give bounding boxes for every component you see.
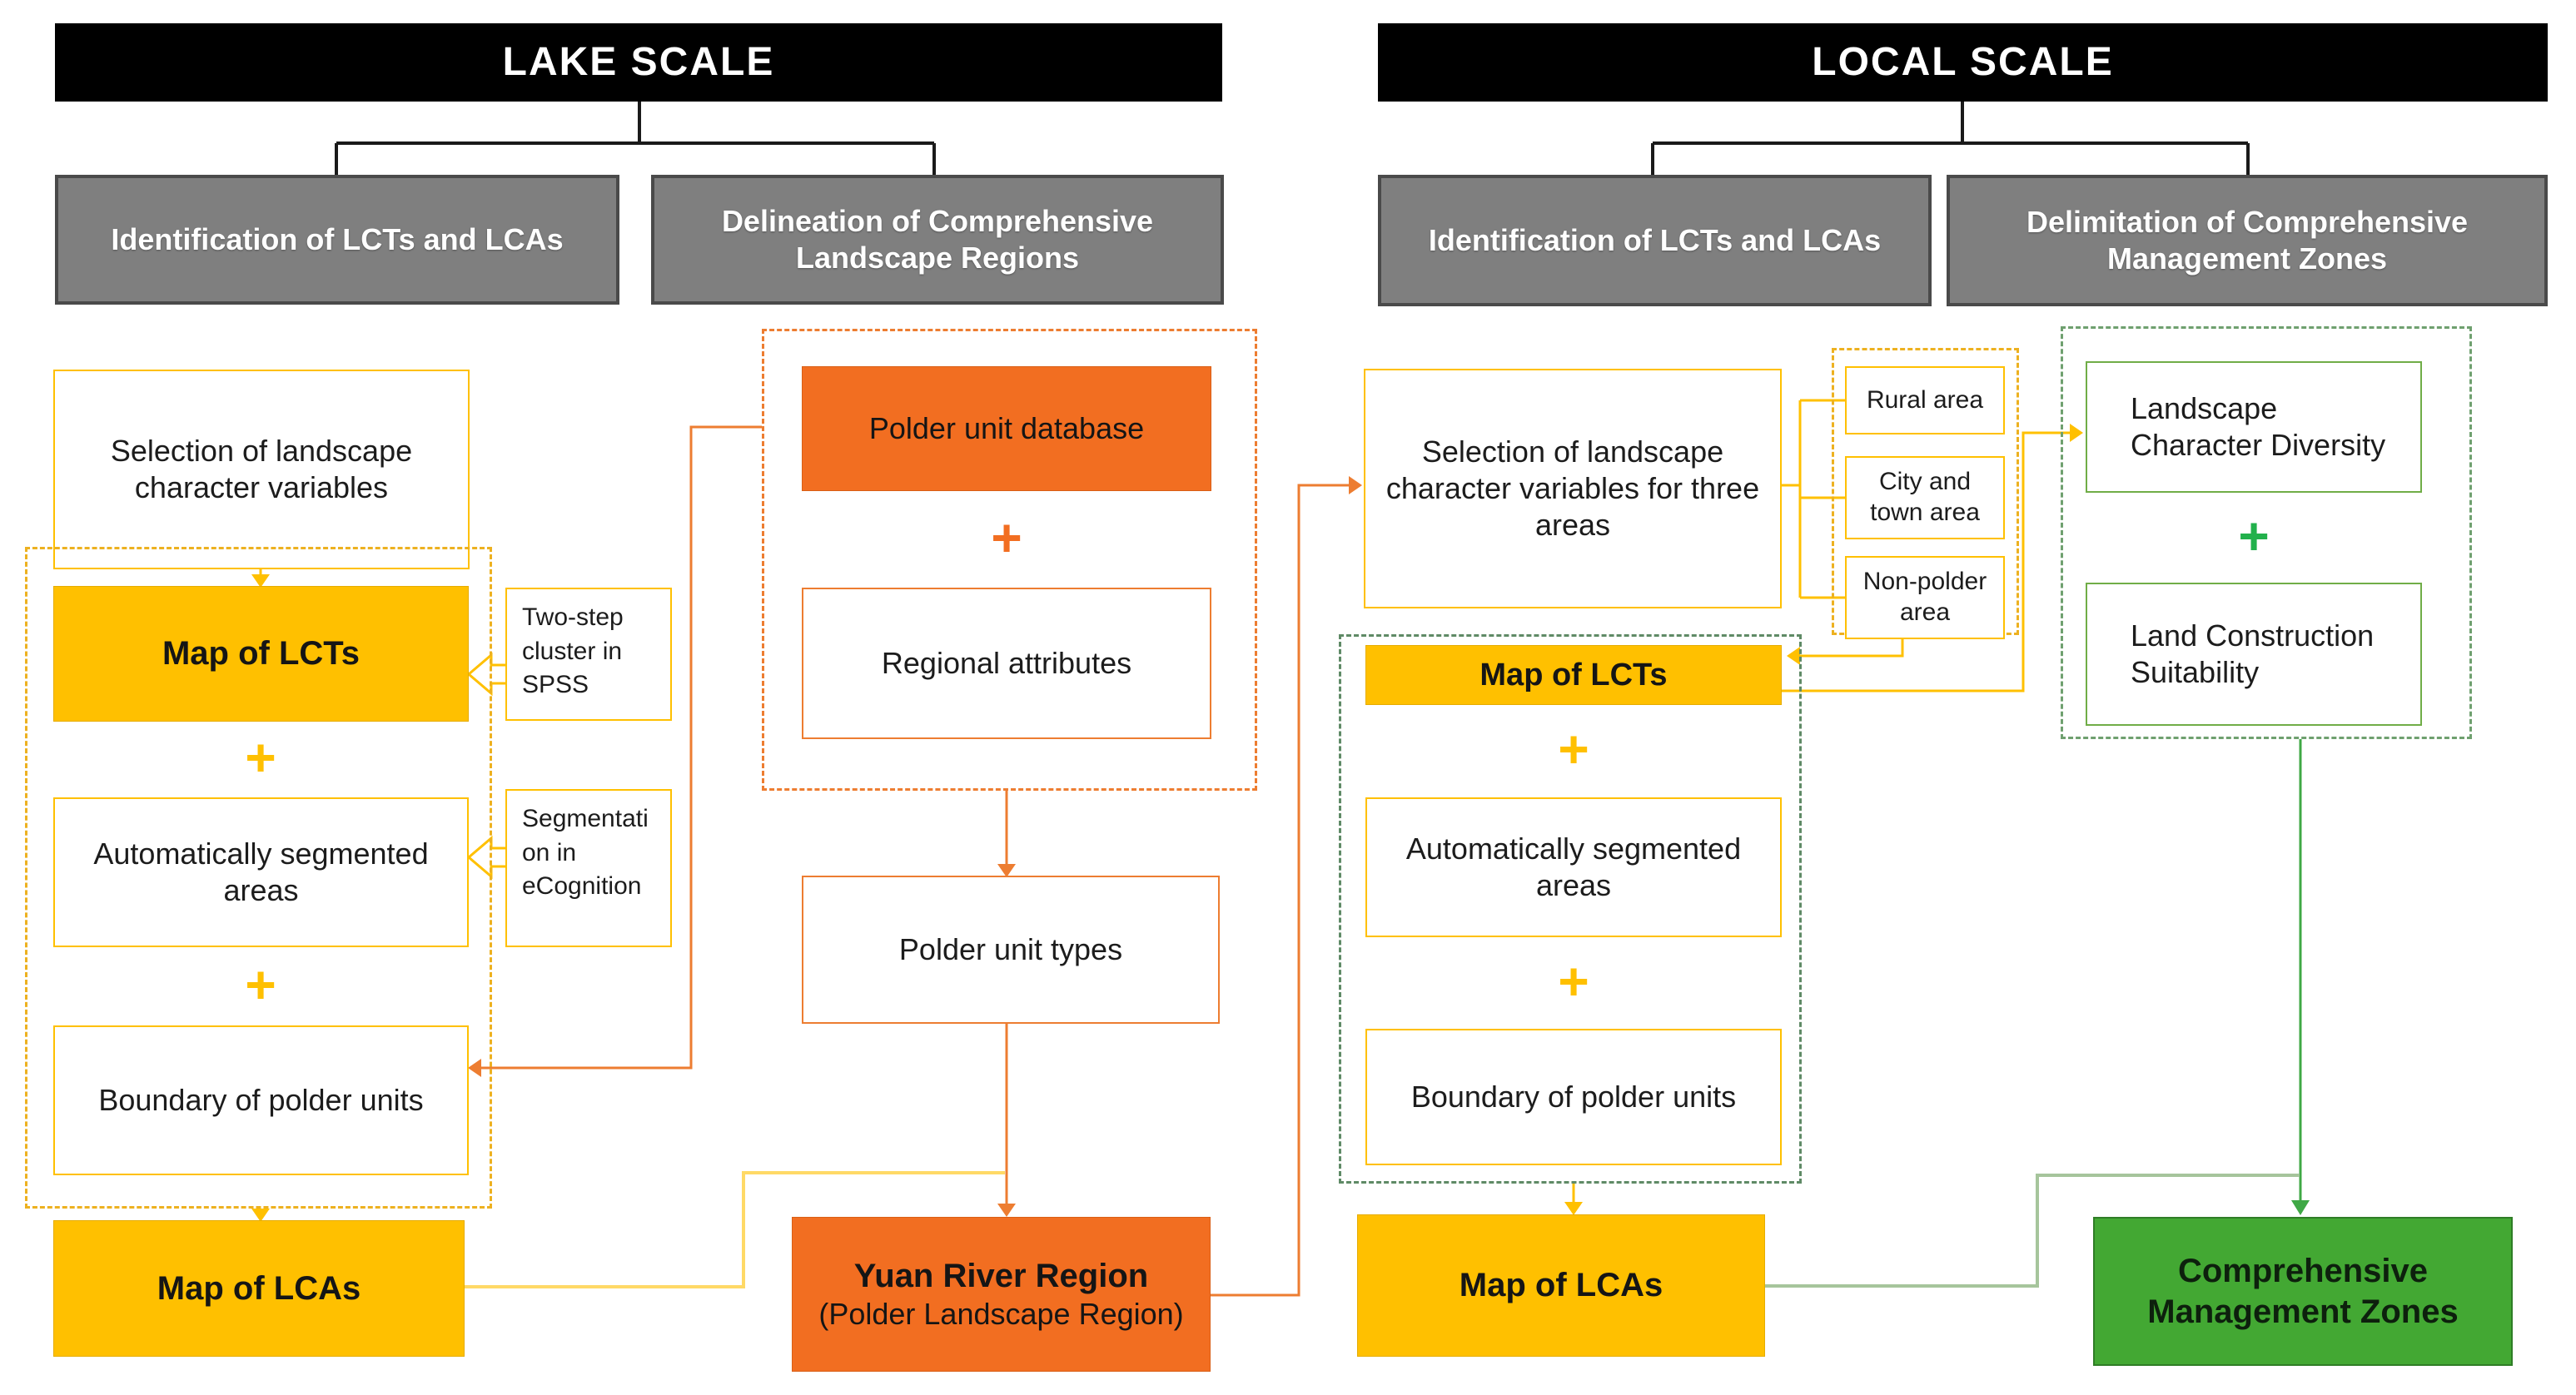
land-construction-suitability-box: Land Construction Suitability [2086,583,2422,726]
lake-scale-header: LAKE SCALE [55,23,1222,102]
regional-attributes-label: Regional attributes [881,646,1132,681]
city-town-area-box: City and town area [1845,456,2005,539]
map-of-lcas-left-box: Map of LCAs [53,1220,465,1357]
local-header-tree [1651,102,2250,176]
non-polder-area-label: Non-polder area [1862,568,1987,626]
selection-variables-left-box: Selection of landscape character variabl… [53,370,470,569]
auto-segmented-right-box: Automatically segmented areas [1365,797,1782,937]
yuan-river-region-title: Yuan River Region [853,1257,1149,1294]
map-of-lcts-right-box: Map of LCTs [1365,645,1782,705]
plus-sign-green: + [2238,506,2270,566]
auto-segmented-right-label: Automatically segmented areas [1405,832,1742,902]
arrowhead-down-icon [1564,1202,1583,1215]
lake-branch-identification: Identification of LCTs and LCAs [55,175,619,305]
local-branch-identification-label: Identification of LCTs and LCAs [1428,223,1882,258]
yuan-river-region-subtitle: (Polder Landscape Region) [818,1297,1184,1332]
comprehensive-management-zones-box: Comprehensive Management Zones [2093,1217,2513,1366]
segmentation-line-2: on in [522,838,577,866]
arrowhead-down-icon [997,1204,1016,1217]
map-of-lcas-right-box: Map of LCAs [1357,1214,1765,1357]
selection-variables-right-label: Selection of landscape character variabl… [1385,434,1760,542]
comprehensive-management-zones-label: Comprehensive Management Zones [2147,1252,2459,1330]
lake-branch-delineation-label: Delineation of Comprehensive Landscape R… [721,204,1154,275]
segmentation-line-1: Segmentati [522,805,649,832]
diversity-suitability-dashed-group [2061,326,2472,739]
polder-unit-types-box: Polder unit types [802,876,1220,1024]
plus-sign-left-2: + [245,955,276,1015]
arrowhead-right-icon [1349,476,1362,494]
plus-sign-right-1: + [1558,719,1589,779]
regional-attributes-box: Regional attributes [802,588,1211,739]
two-step-line-1: Two-step [522,603,624,631]
rural-area-label: Rural area [1866,385,1984,414]
boundary-right-label: Boundary of polder units [1410,1080,1737,1115]
selection-variables-left-label: Selection of landscape character variabl… [110,434,413,504]
map-of-lcts-left-box: Map of LCTs [53,586,469,722]
land-construction-suitability-label: Land Construction Suitability [2131,618,2375,689]
plus-sign-middle: + [991,508,1022,568]
auto-segmented-left-label: Automatically segmented areas [93,837,429,907]
arrowhead-down-icon [2291,1200,2310,1215]
auto-segmented-left-box: Automatically segmented areas [53,797,469,947]
local-branch-delimitation-label: Delimitation of Comprehensive Management… [2026,205,2469,276]
two-step-cluster-box: Two-step cluster in SPSS [505,588,672,721]
segmentation-ecognition-box: Segmentati on in eCognition [505,789,672,947]
lake-lct-dashed-group [25,547,492,1209]
polder-unit-database-box: Polder unit database [802,366,1211,491]
two-step-line-2: cluster in [522,637,623,665]
selection-variables-right-box: Selection of landscape character variabl… [1364,369,1782,608]
yuan-river-region-box: Yuan River Region (Polder Landscape Regi… [792,1217,1211,1372]
map-of-lcas-left-label: Map of LCAs [157,1269,361,1307]
plus-sign-left-1: + [245,727,276,787]
map-of-lcts-left-label: Map of LCTs [162,635,360,673]
plus-sign-right-2: + [1558,951,1589,1011]
lake-branch-delineation: Delineation of Comprehensive Landscape R… [651,175,1224,305]
boundary-left-box: Boundary of polder units [53,1025,469,1175]
segmentation-line-3: eCognition [522,872,642,900]
rural-area-box: Rural area [1845,366,2005,434]
landscape-character-diversity-label: Landscape Character Diversity [2131,391,2386,462]
local-branch-identification: Identification of LCTs and LCAs [1378,175,1932,306]
two-step-line-3: SPSS [522,671,589,698]
boundary-right-box: Boundary of polder units [1365,1029,1782,1165]
line-database-to-boundary-left [481,425,762,1070]
city-town-area-label: City and town area [1870,468,1980,526]
local-scale-header: LOCAL SCALE [1378,23,2548,102]
map-of-lcts-right-label: Map of LCTs [1479,657,1668,693]
local-lct-dashed-group [1339,634,1802,1184]
lake-branch-identification-label: Identification of LCTs and LCAs [111,222,564,257]
boundary-left-label: Boundary of polder units [98,1083,424,1118]
lake-scale-title: LAKE SCALE [502,39,775,84]
lake-header-tree [335,102,936,176]
map-of-lcas-right-label: Map of LCAs [1459,1267,1663,1304]
polder-unit-types-label: Polder unit types [898,932,1123,967]
landscape-character-diversity-box: Landscape Character Diversity [2086,361,2422,493]
local-scale-title: LOCAL SCALE [1812,39,2114,84]
non-polder-area-box: Non-polder area [1845,556,2005,639]
polder-database-dashed-group [762,329,1257,791]
polder-unit-database-label: Polder unit database [868,411,1145,446]
local-branch-delimitation: Delimitation of Comprehensive Management… [1947,175,2548,306]
